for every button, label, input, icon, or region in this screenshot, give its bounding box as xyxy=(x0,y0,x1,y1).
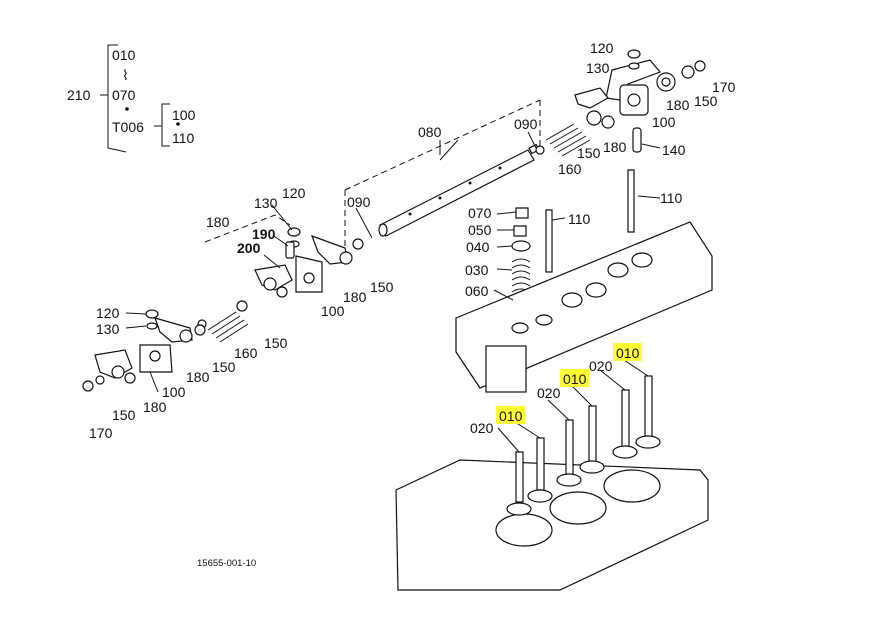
callout-180: 180 xyxy=(143,399,167,415)
rocker-shaft xyxy=(344,99,541,262)
legend-code-T006: T006 xyxy=(112,119,144,135)
callout-080: 080 xyxy=(418,124,442,140)
callout-020: 020 xyxy=(470,420,494,436)
callout-020: 020 xyxy=(537,385,561,401)
callout-120: 120 xyxy=(590,40,614,56)
callout-110: 110 xyxy=(568,211,591,227)
callout-070: 070 xyxy=(468,205,492,221)
callout-120: 120 xyxy=(96,305,120,321)
callout-160: 160 xyxy=(558,161,582,177)
callout-100: 100 xyxy=(162,384,186,400)
callout-180: 180 xyxy=(603,139,627,155)
rocker-assembly-left xyxy=(82,309,206,392)
callout-150: 150 xyxy=(264,335,288,351)
legend-code-070: 070 xyxy=(112,87,136,103)
callout-labels: 010 010 010 020 020 020 030 040 050 060 … xyxy=(89,40,736,441)
callout-010: 010 xyxy=(499,408,523,424)
callout-020: 020 xyxy=(589,358,613,374)
highlight-010 xyxy=(496,406,525,424)
valve xyxy=(635,375,661,449)
callout-010: 010 xyxy=(563,371,587,387)
callout-110: 110 xyxy=(660,190,683,206)
leader-lines xyxy=(125,131,661,453)
highlight-010 xyxy=(560,369,589,387)
callout-060: 060 xyxy=(465,283,489,299)
callout-040: 040 xyxy=(466,239,490,255)
callout-140: 140 xyxy=(662,142,686,158)
callout-100: 100 xyxy=(321,303,345,319)
legend-code-110: 110 xyxy=(172,130,195,146)
legend-code-100: 100 xyxy=(172,107,196,123)
callout-170: 170 xyxy=(89,425,113,441)
callout-120: 120 xyxy=(282,185,306,201)
valves xyxy=(506,375,661,516)
valve xyxy=(579,405,605,474)
callout-180: 180 xyxy=(343,289,367,305)
callout-180: 180 xyxy=(186,369,210,385)
callout-180: 180 xyxy=(666,97,690,113)
callout-150: 150 xyxy=(694,93,718,109)
callout-190: 190 xyxy=(252,226,276,242)
callout-170: 170 xyxy=(712,79,736,95)
valve xyxy=(612,389,638,459)
callout-050: 050 xyxy=(468,222,492,238)
valve xyxy=(556,419,582,487)
callout-010: 010 xyxy=(616,345,640,361)
legend-code-010: 010 xyxy=(112,47,136,63)
callout-150: 150 xyxy=(212,359,236,375)
cylinder-head xyxy=(455,221,713,393)
callout-150: 150 xyxy=(112,407,136,423)
callout-100: 100 xyxy=(652,114,676,130)
callout-150: 150 xyxy=(577,145,601,161)
callout-090: 090 xyxy=(514,116,538,132)
callout-160: 160 xyxy=(234,345,258,361)
callout-030: 030 xyxy=(465,262,489,278)
rocker-assembly-upper-right xyxy=(535,49,706,233)
engine-block xyxy=(395,459,709,591)
callout-200: 200 xyxy=(237,240,261,256)
highlight-010 xyxy=(613,343,642,361)
valve xyxy=(527,437,553,503)
rocker-assembly-middle xyxy=(197,214,364,343)
callout-150: 150 xyxy=(370,279,394,295)
drawing-number: 15655-001-10 xyxy=(197,558,256,569)
legend-code-210: 210 xyxy=(67,87,91,103)
valve xyxy=(506,451,532,516)
legend-bullet xyxy=(176,122,180,126)
legend-range-glyph: ⌇ xyxy=(122,67,129,83)
part-range-legend: 010 ⌇ 070 210 T006 100 110 xyxy=(67,44,196,153)
legend-bullet xyxy=(125,107,129,111)
callout-130: 130 xyxy=(96,321,120,337)
callout-130: 130 xyxy=(254,195,278,211)
callout-180: 180 xyxy=(206,214,230,230)
callout-130: 130 xyxy=(586,60,610,76)
callout-090: 090 xyxy=(347,194,371,210)
